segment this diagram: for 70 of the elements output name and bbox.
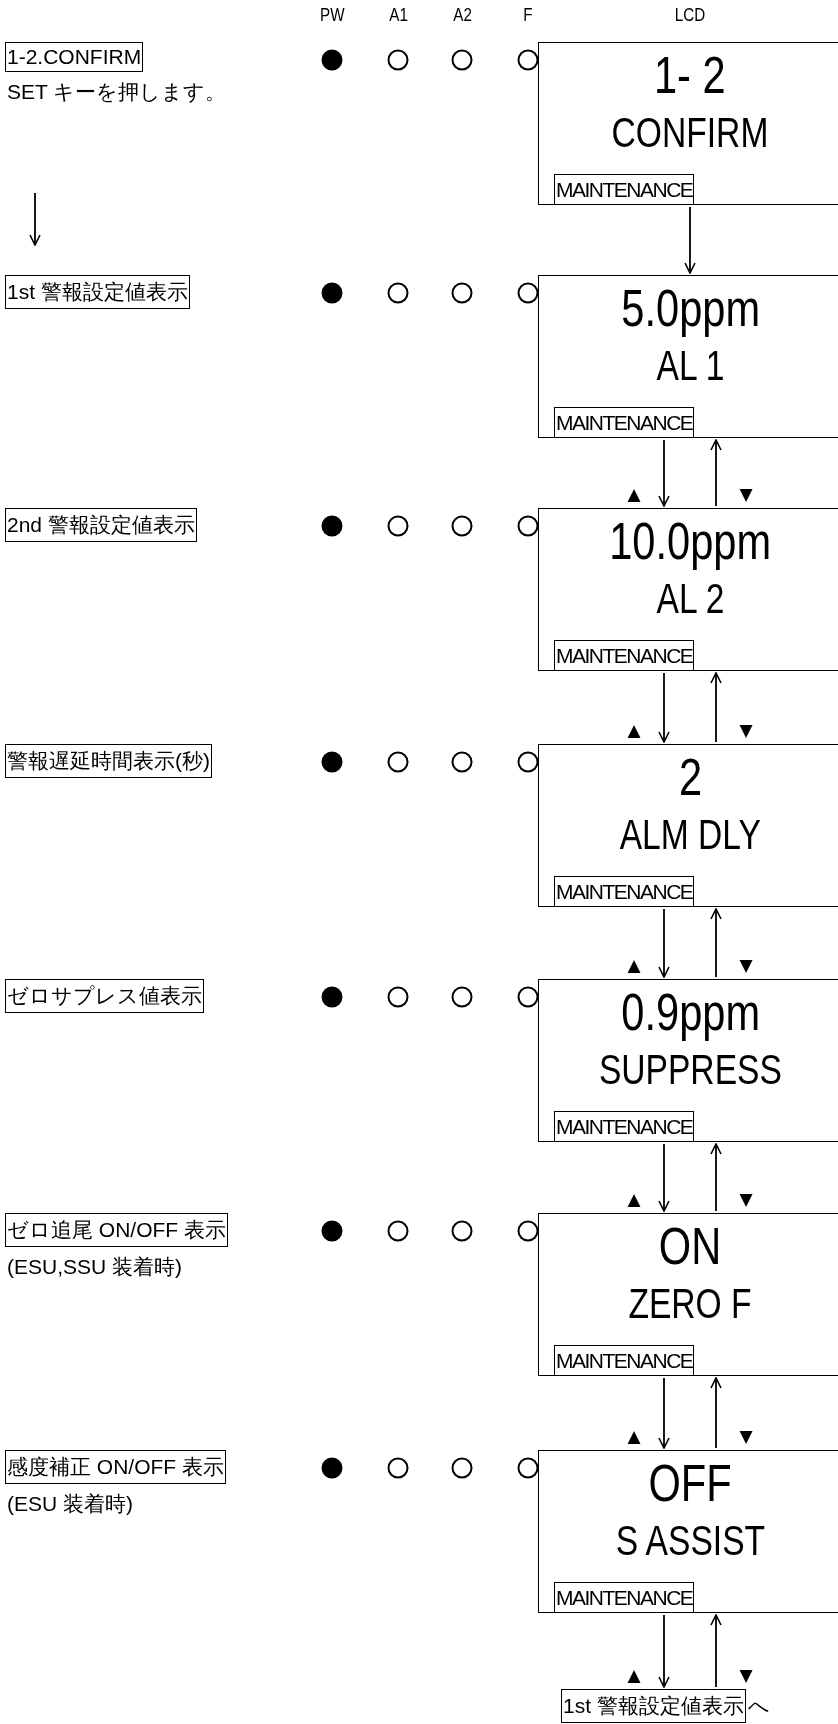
lcd-screen <box>538 275 838 438</box>
edge-label: ▼ <box>739 955 753 975</box>
lcd-reading: 0.9ppm <box>620 982 760 1042</box>
step-label: 警報遅延時間表示(秒) <box>5 744 212 778</box>
step-label: 1st 警報設定値表示 <box>561 1689 746 1723</box>
lcd-screen <box>538 42 838 205</box>
lcd-label: ZERO F <box>628 1280 752 1328</box>
step-label: 2nd 警報設定値表示 <box>5 508 197 542</box>
edge-label: ▲ <box>627 1665 641 1685</box>
column-header: A2 <box>452 4 472 26</box>
mode-badge: MAINTENANCE <box>554 1111 695 1142</box>
arrow <box>710 672 722 743</box>
note-text: へ <box>748 1693 770 1719</box>
arrow <box>658 439 670 507</box>
edge-label: ▼ <box>739 484 753 504</box>
edge-label: ▼ <box>739 1426 753 1446</box>
edge-label: ▲ <box>627 955 641 975</box>
lcd-label: CONFIRM <box>611 109 769 157</box>
arrow <box>658 1614 670 1688</box>
lcd-label: ALM DLY <box>619 811 761 859</box>
lcd-screen <box>538 744 838 907</box>
lcd-screen <box>538 979 838 1142</box>
note-text: (ESU 装着時) <box>7 1491 133 1517</box>
lcd-label: AL 2 <box>656 575 724 623</box>
lcd-reading: OFF <box>648 1453 732 1513</box>
mode-badge: MAINTENANCE <box>554 407 695 438</box>
column-header: F <box>523 4 533 26</box>
step-label: 1-2.CONFIRM <box>5 42 144 72</box>
column-header: LCD <box>674 4 706 26</box>
lcd-screen <box>538 1213 838 1376</box>
lcd-reading: 5.0ppm <box>620 278 760 338</box>
edge-label: ▼ <box>739 720 753 740</box>
arrow <box>710 1377 722 1449</box>
note-text: SET キーを押します。 <box>7 79 227 105</box>
arrow <box>658 1377 670 1449</box>
lcd-label: AL 1 <box>656 342 724 390</box>
edge-label: ▲ <box>627 720 641 740</box>
mode-badge: MAINTENANCE <box>554 876 695 907</box>
edge-label: ▼ <box>739 1189 753 1209</box>
arrow <box>658 908 670 978</box>
lcd-reading: 10.0ppm <box>609 511 772 571</box>
step-label: ゼロ追尾 ON/OFF 表示 <box>5 1213 228 1247</box>
arrow <box>710 439 722 507</box>
arrow <box>710 1614 722 1688</box>
edge-label: ▲ <box>627 484 641 504</box>
mode-badge: MAINTENANCE <box>554 1582 695 1613</box>
edge-label: ▲ <box>627 1189 641 1209</box>
lcd-screen <box>538 508 838 671</box>
mode-badge: MAINTENANCE <box>554 640 695 671</box>
lcd-reading: ON <box>658 1216 722 1276</box>
column-header: PW <box>319 4 345 26</box>
arrow <box>658 672 670 743</box>
arrow <box>658 1143 670 1212</box>
step-label: 1st 警報設定値表示 <box>5 275 190 309</box>
arrow <box>710 1143 722 1212</box>
arrow <box>684 206 696 274</box>
lcd-reading: 2 <box>678 747 702 807</box>
lcd-screen <box>538 1450 838 1613</box>
mode-badge: MAINTENANCE <box>554 174 695 205</box>
mode-badge: MAINTENANCE <box>554 1345 695 1376</box>
edge-label: ▲ <box>627 1426 641 1446</box>
edge-label: ▼ <box>739 1665 753 1685</box>
step-label: ゼロサプレス値表示 <box>5 979 204 1013</box>
note-text: (ESU,SSU 装着時) <box>7 1254 182 1280</box>
lcd-label: S ASSIST <box>615 1517 765 1565</box>
lcd-label: SUPPRESS <box>598 1046 782 1094</box>
step-label: 感度補正 ON/OFF 表示 <box>5 1450 226 1484</box>
arrow <box>710 908 722 978</box>
column-header: A1 <box>388 4 408 26</box>
lcd-reading: 1- 2 <box>653 45 726 105</box>
